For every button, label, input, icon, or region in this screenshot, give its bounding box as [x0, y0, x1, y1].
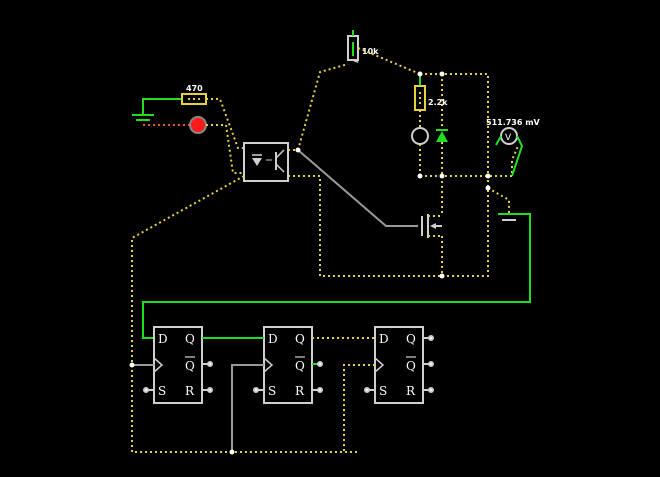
dff-3-r: R [406, 384, 416, 398]
dff-3[interactable]: D Q Q S R [374, 326, 424, 404]
dff-3-d: D [379, 332, 389, 346]
lamp-icon[interactable] [411, 127, 429, 145]
wire-dff3-clk[interactable] [343, 364, 375, 452]
wire-opto-to-pot[interactable] [288, 63, 349, 151]
dff-pin-stubs [143, 335, 434, 393]
dff-2-d: D [268, 332, 278, 346]
resistor-2-2k[interactable] [414, 85, 426, 111]
dff-3-s: S [379, 384, 387, 398]
dff-1[interactable]: D Q Q S R [153, 326, 203, 404]
dff-1-qbar: Q [185, 359, 195, 373]
wire-mosfet-source[interactable] [441, 176, 489, 277]
wire-pot-to-rail[interactable] [357, 47, 421, 75]
optocoupler-icon[interactable] [243, 142, 289, 182]
wire-mid-rail[interactable] [420, 145, 519, 177]
dff-1-d: D [158, 332, 168, 346]
dff-3-q: Q [406, 332, 416, 346]
wire-opto-to-bottom-left[interactable] [131, 175, 358, 453]
wire-voltmeter-lead[interactable] [495, 135, 502, 146]
dff-1-s: S [158, 384, 166, 398]
wire-top-rail[interactable] [420, 73, 489, 176]
wire-dff2-clk[interactable] [231, 364, 264, 452]
mosfet-icon[interactable] [421, 214, 442, 238]
dff-3-qbar: Q [406, 359, 416, 373]
led-icon[interactable] [189, 116, 207, 134]
dff-2-q: Q [295, 332, 305, 346]
wire-led-to-opto[interactable] [206, 124, 245, 174]
wire-resistor-to-opto[interactable] [206, 98, 245, 149]
resistor-10k-label: 10k [362, 47, 379, 56]
resistor-470-label: 470 [186, 84, 203, 93]
dff-2-r: R [295, 384, 305, 398]
wire-voltmeter-lead2[interactable] [511, 135, 524, 177]
dff-2[interactable]: D Q Q S R [263, 326, 313, 404]
junction-dots [129, 71, 491, 455]
resistor-2-2k-label: 2.2k [428, 98, 448, 107]
voltmeter-icon[interactable]: V [500, 127, 518, 145]
resistor-10k[interactable] [347, 35, 359, 63]
dff-1-r: R [185, 384, 195, 398]
battery-icon[interactable] [498, 213, 520, 221]
wire-battery-to-dff1[interactable] [142, 213, 531, 339]
wire-opto-bottom[interactable] [288, 175, 440, 277]
dff-2-s: S [268, 384, 276, 398]
resistor-470[interactable] [181, 93, 207, 105]
wire-opto-to-gate[interactable] [297, 149, 418, 227]
diode-icon[interactable] [436, 129, 448, 142]
wire-input-top[interactable] [142, 98, 182, 115]
dff-2-qbar: Q [295, 359, 305, 373]
dff-1-q: Q [185, 332, 195, 346]
voltmeter-reading: 511.736 mV [486, 118, 541, 127]
voltmeter-symbol: V [505, 133, 512, 143]
